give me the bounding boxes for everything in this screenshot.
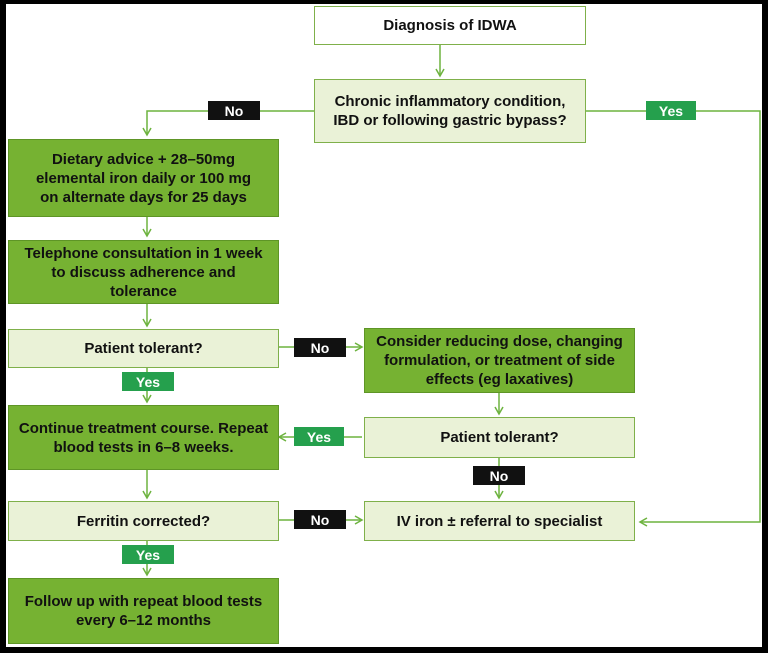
label-yes-ferritin: Yes	[122, 545, 174, 564]
node-follow-up: Follow up with repeat blood tests every …	[8, 578, 279, 644]
label-yes-tolerant-1: Yes	[122, 372, 174, 391]
node-diagnosis: Diagnosis of IDWA	[314, 6, 586, 45]
node-telephone-consultation: Telephone consultation in 1 week to disc…	[8, 240, 279, 304]
node-iv-iron: IV iron ± referral to specialist	[364, 501, 635, 541]
label-no-ferritin: No	[294, 510, 346, 529]
label-yes-tolerant-2: Yes	[294, 427, 344, 446]
node-patient-tolerant-1: Patient tolerant?	[8, 329, 279, 368]
label-no-chronic: No	[208, 101, 260, 120]
node-dietary-advice: Dietary advice + 28–50mg elemental iron …	[8, 139, 279, 217]
label-no-tolerant-1: No	[294, 338, 346, 357]
flowchart-canvas: Diagnosis of IDWA Chronic inflammatory c…	[6, 4, 762, 647]
node-patient-tolerant-2: Patient tolerant?	[364, 417, 635, 458]
label-no-tolerant-2: No	[473, 466, 525, 485]
node-ferritin-corrected: Ferritin corrected?	[8, 501, 279, 541]
node-chronic-condition: Chronic inflammatory condition, IBD or f…	[314, 79, 586, 143]
label-yes-chronic: Yes	[646, 101, 696, 120]
connector-chronic-yes	[586, 110, 761, 527]
node-continue-treatment: Continue treatment course. Repeat blood …	[8, 405, 279, 470]
node-consider-reducing: Consider reducing dose, changing formula…	[364, 328, 635, 393]
